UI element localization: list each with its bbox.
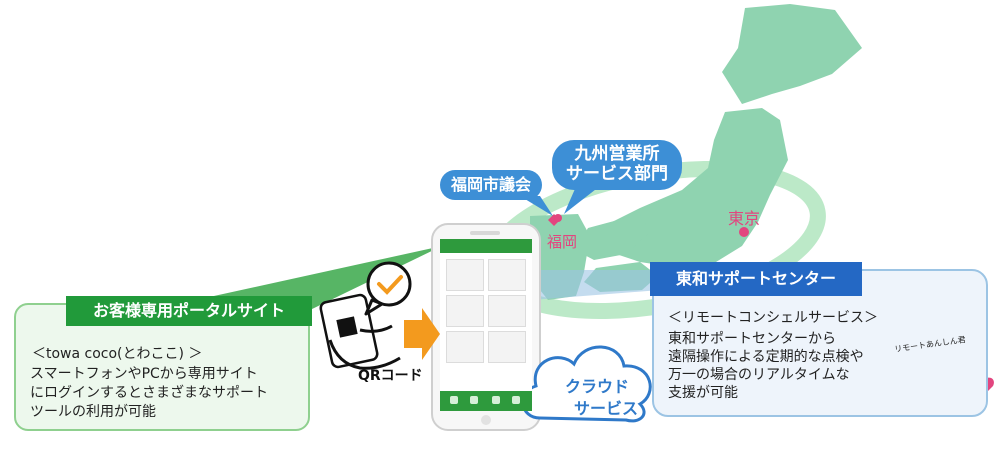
support-desc-line: 万一の場合のリアルタイムな	[668, 367, 850, 383]
portal-desc-line: スマートフォンやPCから専用サイト	[30, 366, 258, 382]
support-desc-line: 東和サポートセンターから	[668, 331, 836, 347]
app-tile	[488, 331, 526, 363]
kyushu-office-bubble: 九州営業所 サービス部門	[552, 140, 682, 190]
fukuoka-council-label: 福岡市議会	[450, 175, 531, 194]
fukuoka-bubble-tail	[520, 196, 553, 216]
phone-speaker	[470, 231, 500, 235]
support-center-subtitle: ＜リモートコンシェルサービス＞	[668, 310, 878, 326]
cloud-service-label: クラウド サービス	[552, 376, 642, 420]
phone-bottom-nav	[440, 391, 532, 411]
cloud-label-line1: クラウド	[564, 377, 629, 396]
qr-code-label: QRコード	[358, 368, 423, 384]
kyushu-bubble-tail	[564, 182, 600, 214]
phone-home-button	[481, 415, 491, 425]
tokyo-city-label: 東京	[728, 209, 761, 228]
portal-desc-line: ツールの利用が可能	[30, 404, 156, 420]
customer-portal-title: お客様専用ポータルサイト	[66, 296, 312, 326]
nav-icon	[470, 396, 478, 404]
kyushu-office-line1: 九州営業所	[574, 144, 660, 164]
fukuoka-city-label: 福岡	[547, 233, 578, 251]
customer-portal-description: スマートフォンやPCから専用サイト にログインするとさまざまなサポート ツールの…	[30, 365, 305, 422]
app-tile	[446, 295, 484, 327]
cloud-icon	[521, 345, 652, 423]
portal-connector	[150, 246, 442, 310]
nav-icon	[450, 396, 458, 404]
support-desc-line: 支援が可能	[668, 385, 738, 401]
portal-desc-line: にログインするとさまざまなサポート	[30, 385, 268, 401]
nav-icon	[512, 396, 520, 404]
phone-app-header	[440, 239, 532, 253]
qr-hand-icon	[319, 293, 401, 370]
orange-arrow	[404, 308, 440, 360]
app-tile	[488, 259, 526, 291]
cloud-label-line2: サービス	[573, 399, 638, 418]
support-desc-line: 遠隔操作による定期的な点検や	[668, 349, 864, 365]
phone-screen	[440, 239, 532, 411]
app-tile	[446, 259, 484, 291]
support-center-description: 東和サポートセンターから 遠隔操作による定期的な点検や 万一の場合のリアルタイム…	[668, 330, 898, 402]
app-tile	[446, 331, 484, 363]
kyushu-office-line2: サービス部門	[566, 164, 668, 185]
nav-icon	[492, 396, 500, 404]
check-icon	[364, 261, 412, 316]
tokyo-marker	[739, 227, 749, 237]
fukuoka-marker	[548, 214, 562, 226]
support-connector	[532, 270, 660, 300]
app-tile	[488, 295, 526, 327]
support-center-title: 東和サポートセンター	[650, 262, 862, 296]
customer-portal-subtitle: ＜towa coco(とわここ) ＞	[32, 346, 203, 362]
fukuoka-council-bubble: 福岡市議会	[440, 170, 542, 200]
